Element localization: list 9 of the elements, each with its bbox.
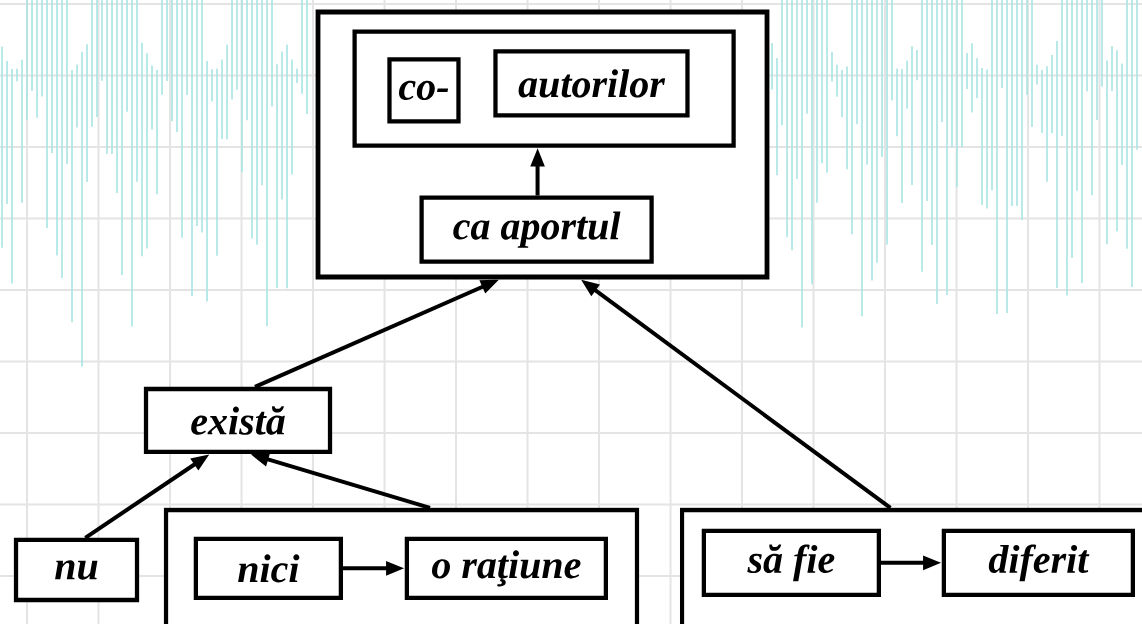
word-box: există (143, 386, 333, 455)
word-box: autorilor (493, 49, 690, 118)
word-box: o raţiune (404, 536, 608, 600)
word-box: ca aportul (419, 195, 654, 264)
word-box: nu (13, 537, 140, 603)
word-box: diferit (941, 528, 1135, 597)
word-box: co- (387, 57, 461, 124)
word-box: să fie (701, 528, 881, 597)
word-box: nici (193, 536, 343, 600)
